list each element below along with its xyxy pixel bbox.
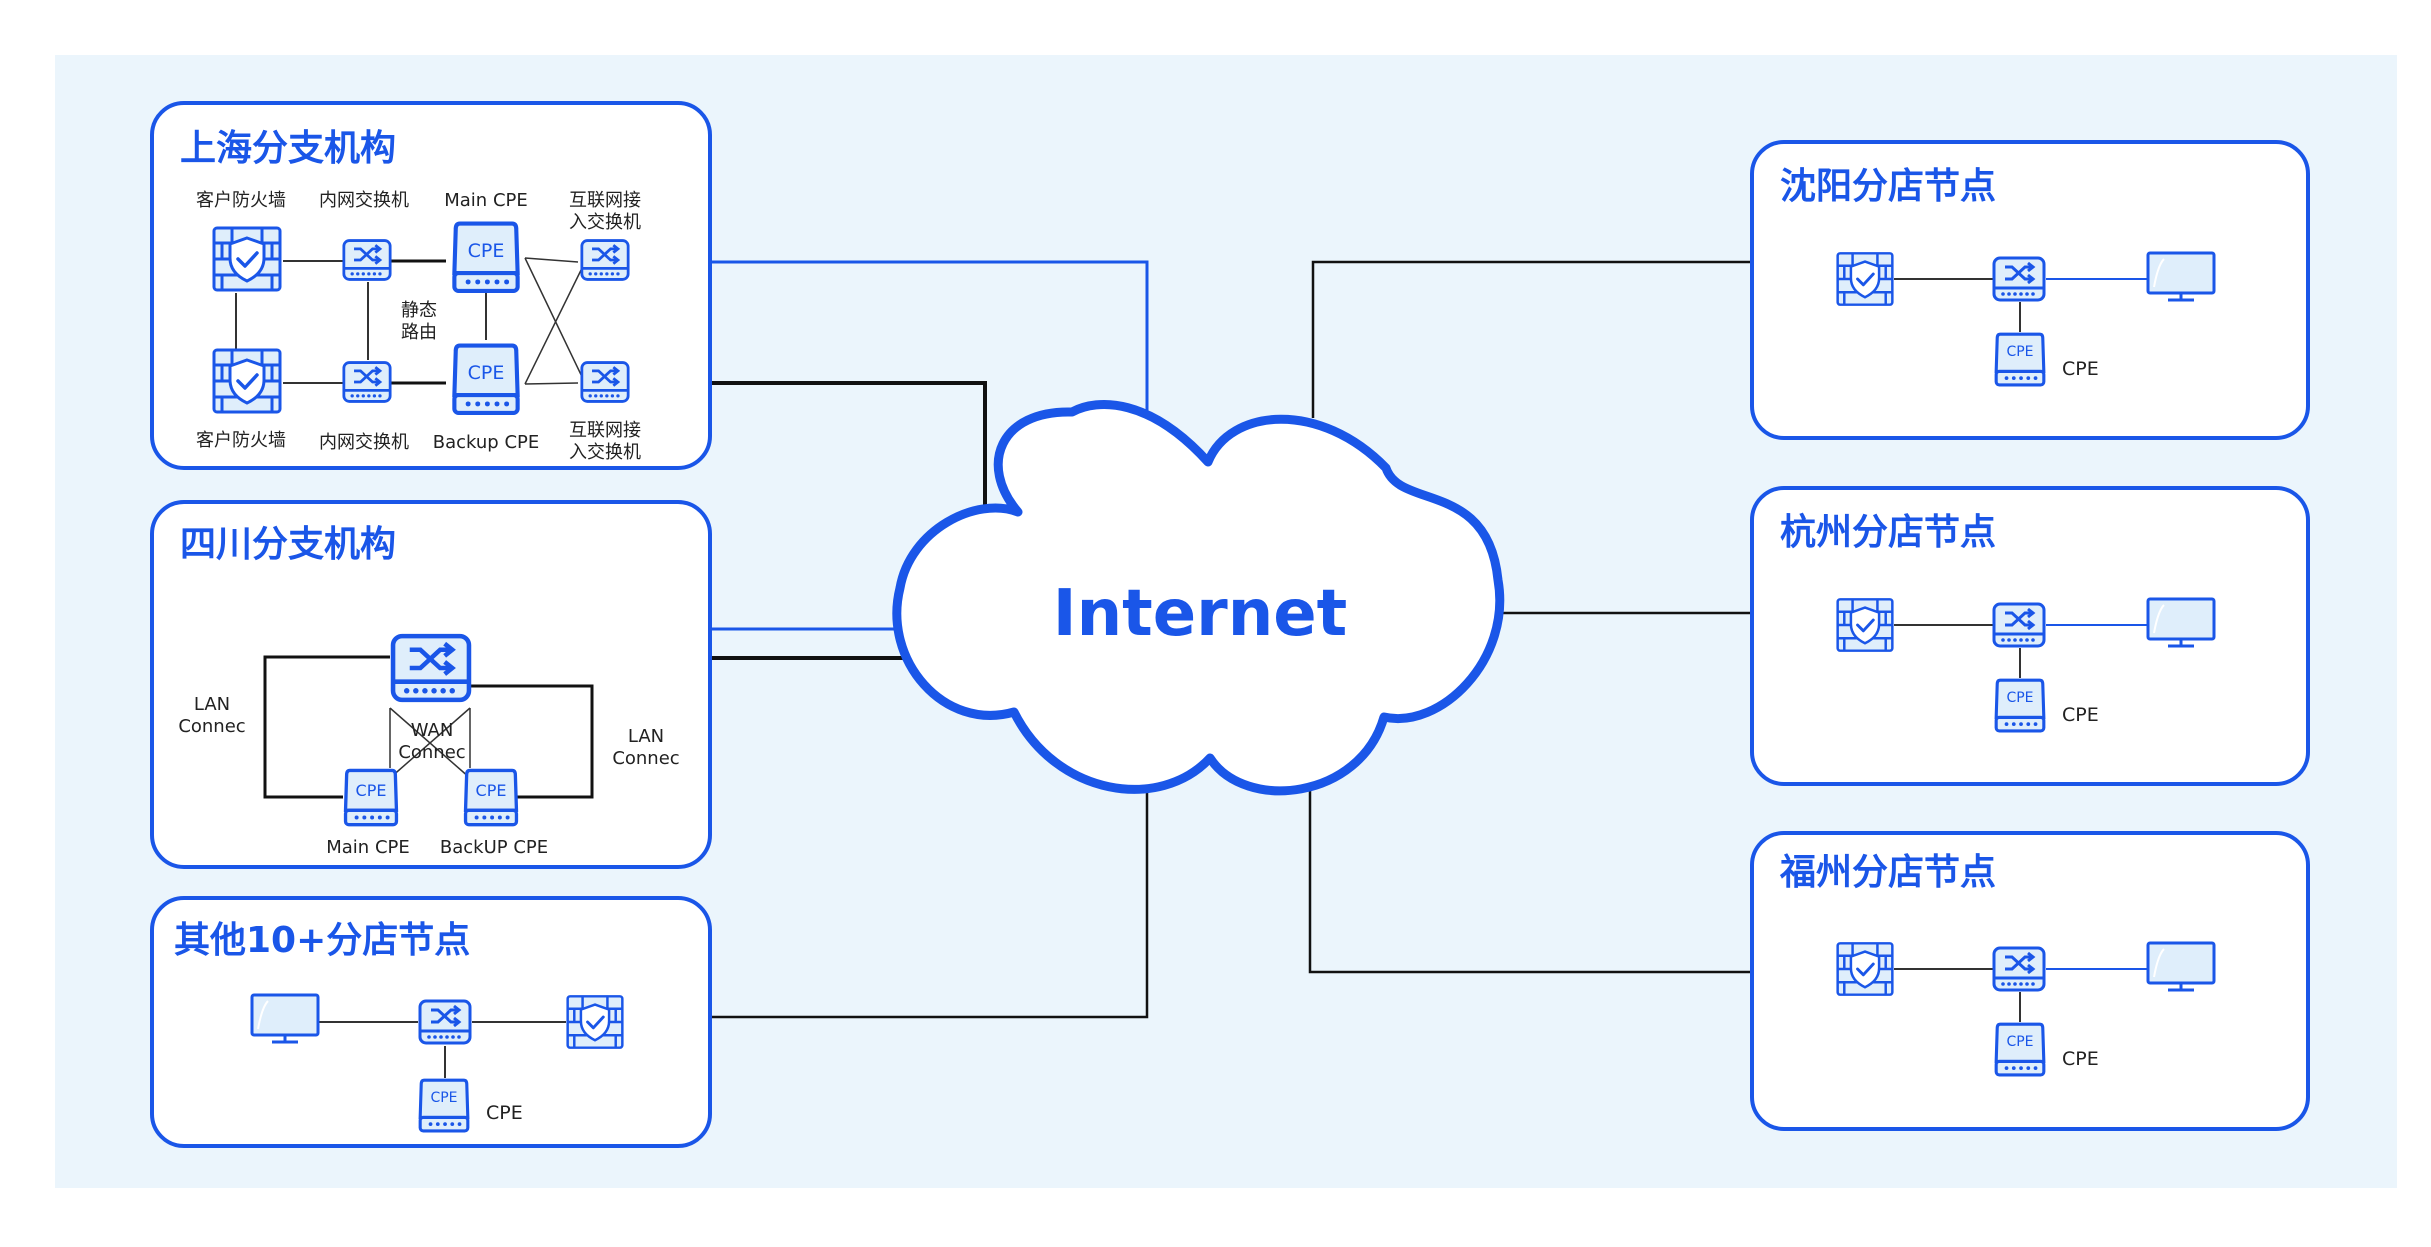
fuzhou-store-box: 福州分店节点 CPE CPE: [1750, 831, 2310, 1131]
firewall-icon: [1836, 251, 1894, 307]
switch-label: 内网交换机: [319, 190, 409, 211]
cpe-text: CPE: [356, 781, 387, 800]
cpe-text: CPE: [476, 781, 507, 800]
switch-icon: [418, 999, 472, 1045]
sichuan-branch-box: 四川分支机构 CPE CPE LAN Connec WAN Connec LAN…: [150, 500, 712, 869]
internet-switch-label: 入交换机: [569, 442, 641, 463]
others-links: [318, 1021, 566, 1078]
firewall-icon: [1836, 597, 1894, 653]
firewall-icon: [566, 994, 624, 1050]
monitor-icon: [2146, 251, 2216, 302]
cpe-text: CPE: [2006, 344, 2033, 360]
hangzhou-store-box: 杭州分店节点 CPE CPE: [1750, 486, 2310, 786]
sichuan-title: 四川分支机构: [180, 524, 396, 565]
cpe-text: CPE: [468, 240, 505, 262]
other-branches-box: 其他10+分店节点 CPE CPE: [150, 896, 712, 1148]
switch-icon: [1992, 256, 2046, 302]
internet-switch-label: 互联网接: [569, 190, 641, 211]
switch-icon: [580, 239, 630, 281]
switch-icon: [393, 636, 469, 700]
backup-cpe-label: BackUP CPE: [440, 837, 548, 858]
lan-connection-label: LAN: [194, 694, 230, 715]
cpe-label: CPE: [2062, 704, 2099, 726]
firewall-icon: [212, 226, 282, 292]
internet-switch-label: 互联网接: [569, 420, 641, 441]
backup-cpe-label: Backup CPE: [433, 432, 540, 453]
firewall-icon: [1836, 941, 1894, 997]
monitor-icon: [2146, 597, 2216, 648]
switch-icon: [342, 361, 392, 403]
monitor-icon: [2146, 941, 2216, 992]
shanghai-links: [235, 257, 586, 385]
monitor-icon: [250, 993, 320, 1044]
lan-connection-label: Connec: [178, 716, 245, 737]
cpe-text: CPE: [2006, 690, 2033, 706]
cpe-label: CPE: [2062, 358, 2099, 380]
store-title: 杭州分店节点: [1780, 511, 1996, 553]
switch-icon: [342, 239, 392, 281]
switch-icon: [580, 361, 630, 403]
switch-icon: [1992, 602, 2046, 648]
firewall-icon: [212, 348, 282, 414]
static-route-label: 路由: [401, 322, 437, 343]
cpe-label: CPE: [486, 1102, 523, 1124]
firewall-label: 客户防火墙: [196, 190, 286, 211]
internet-switch-label: 入交换机: [569, 212, 641, 233]
firewall-label: 客户防火墙: [196, 430, 286, 451]
internet-cloud: Internet: [892, 400, 1505, 796]
wan-connection-label: Connec: [398, 742, 465, 763]
main-cpe-label: Main CPE: [444, 190, 528, 211]
switch-icon: [1992, 946, 2046, 992]
static-route-label: 静态: [401, 300, 437, 321]
shenyang-store-box: 沈阳分店节点 CPE CPE: [1750, 140, 2310, 440]
others-title: 其他10+分店节点: [174, 920, 470, 961]
cpe-label: CPE: [2062, 1048, 2099, 1070]
lan-connection-label: Connec: [612, 748, 679, 769]
cpe-text: CPE: [468, 362, 505, 384]
lan-connection-label: LAN: [628, 726, 664, 747]
cpe-text: CPE: [430, 1090, 457, 1106]
sichuan-links: [263, 655, 594, 799]
store-title: 沈阳分店节点: [1780, 166, 1996, 207]
internet-label: Internet: [1053, 577, 1348, 651]
main-cpe-label: Main CPE: [326, 837, 410, 858]
cpe-text: CPE: [2006, 1034, 2033, 1050]
wan-connection-label: WAN: [411, 720, 454, 741]
store-title: 福州分店节点: [1779, 852, 1996, 893]
shanghai-title: 上海分支机构: [180, 128, 396, 169]
shanghai-branch-box: 上海分支机构 CPE CPE 客户防火墙 内网交换机 Main CP: [150, 101, 712, 470]
switch-label: 内网交换机: [319, 432, 409, 453]
